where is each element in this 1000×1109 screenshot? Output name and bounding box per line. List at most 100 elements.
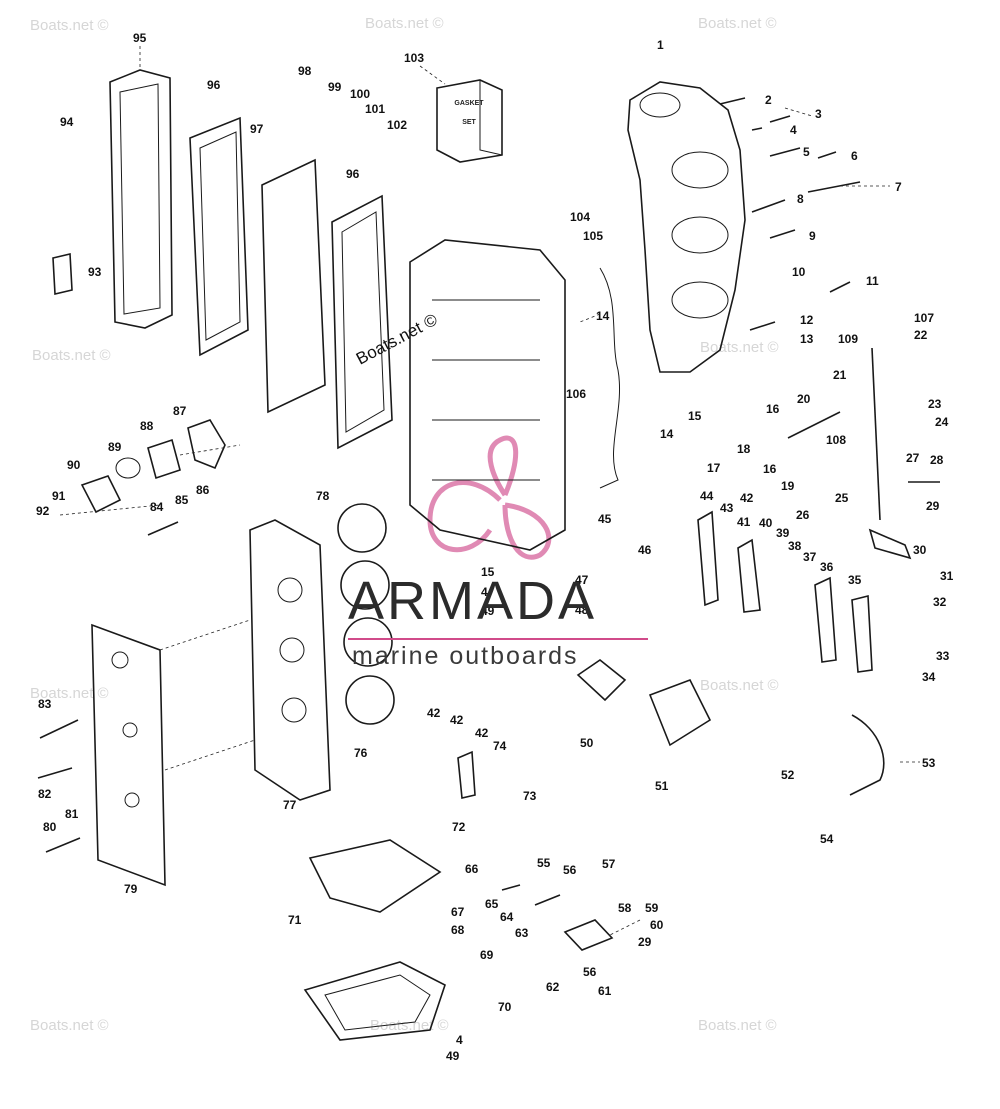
- callout-label: 85: [175, 493, 189, 507]
- gasket-96b: [331, 194, 393, 450]
- callout-label: 96: [346, 167, 360, 181]
- callout-label: 14: [660, 427, 674, 441]
- callout-label: 109: [838, 332, 858, 346]
- callout-label: 28: [930, 453, 944, 467]
- gasket-set-box-103: [436, 79, 503, 163]
- callout-label: 49: [481, 604, 495, 618]
- callout-label: 74: [493, 739, 507, 753]
- watermark: Boats.net ©: [30, 17, 109, 34]
- plate-97: [261, 158, 326, 414]
- callout-label: 105: [583, 229, 603, 243]
- callout-label: 80: [43, 820, 57, 834]
- gasket-line1: GASKET: [454, 100, 484, 107]
- head-cover-77: [249, 519, 331, 801]
- callout-label: 95: [133, 31, 147, 45]
- callout-label: 72: [452, 820, 466, 834]
- tube-53: [849, 714, 885, 796]
- callout-label: 49: [446, 1049, 460, 1063]
- watermark: Boats.net ©: [698, 1017, 777, 1034]
- callout-label: 4: [790, 123, 797, 137]
- callout-label: 92: [36, 504, 50, 518]
- watermark: Boats.net ©: [700, 677, 779, 694]
- brand-divider: [348, 638, 648, 640]
- callout-label: 23: [928, 397, 942, 411]
- fasteners: [37, 97, 940, 853]
- callout-label: 42: [475, 726, 489, 740]
- callout-label: 4: [456, 1033, 463, 1047]
- callout-label: 76: [354, 746, 368, 760]
- callout-label: 41: [737, 515, 751, 529]
- callout-label: 83: [38, 697, 52, 711]
- callout-label: 87: [173, 404, 187, 418]
- callout-label: 79: [124, 882, 138, 896]
- callout-label: 48: [575, 603, 589, 617]
- watermark: Boats.net ©: [698, 15, 777, 32]
- adapter-plate-70: [303, 961, 446, 1041]
- callout-label: 103: [404, 51, 424, 65]
- cover-50: [576, 659, 627, 702]
- adapter-gasket-66: [308, 839, 442, 913]
- callout-label: 43: [720, 501, 734, 515]
- callout-label: 15: [481, 565, 495, 579]
- gasket-96: [189, 116, 249, 357]
- callout-label: 71: [288, 913, 302, 927]
- callout-label: 81: [65, 807, 79, 821]
- callout-label: 94: [60, 115, 74, 129]
- callout-label: 88: [140, 419, 154, 433]
- plate-79: [91, 623, 166, 887]
- callout-label: 47: [575, 573, 589, 587]
- callout-label: 11: [866, 274, 879, 288]
- callout-label: 98: [298, 64, 312, 78]
- callout-label: 7: [895, 180, 902, 194]
- callout-label: 67: [451, 905, 465, 919]
- callout-label: 100: [350, 87, 370, 101]
- thermostat-group: [59, 419, 241, 516]
- callout-label: 3: [815, 107, 822, 121]
- watermark: Boats.net ©: [700, 339, 779, 356]
- cover-51: [648, 678, 712, 747]
- callout-label: 16: [763, 462, 777, 476]
- callout-label: 65: [485, 897, 499, 911]
- callout-label: 91: [52, 489, 66, 503]
- callout-label: 51: [655, 779, 669, 793]
- callout-labels: 95 96 97 98 99 100 101 102 103 96 94 93 …: [36, 31, 954, 1063]
- callout-label: 66: [465, 862, 479, 876]
- callout-label: 29: [926, 499, 940, 513]
- callout-label: 14: [596, 309, 610, 323]
- callout-label: 8: [797, 192, 804, 206]
- callout-label: 21: [833, 368, 847, 382]
- callout-label: 17: [707, 461, 721, 475]
- watermark: Boats.net ©: [30, 1017, 109, 1034]
- cover-plate-95: [109, 69, 173, 329]
- linkage-levers: [697, 510, 912, 673]
- callout-label: 57: [602, 857, 616, 871]
- brand-logo: [427, 435, 552, 560]
- callout-label: 39: [776, 526, 790, 540]
- callout-label: 42: [427, 706, 441, 720]
- callout-label: 63: [515, 926, 529, 940]
- callout-label: 18: [737, 442, 751, 456]
- brand-tagline: marine outboards: [352, 642, 579, 670]
- callout-label: 55: [537, 856, 551, 870]
- callout-label: 27: [906, 451, 920, 465]
- small-plate-93: [52, 253, 73, 295]
- cylinder-head: [409, 239, 621, 551]
- bracket-72: [457, 750, 476, 799]
- cylinder-block: [627, 81, 746, 373]
- callout-label: 6: [851, 149, 858, 163]
- callout-label: 25: [835, 491, 849, 505]
- callout-label: 1: [657, 38, 664, 52]
- callout-label: 2: [765, 93, 772, 107]
- callout-label: 93: [88, 265, 102, 279]
- callout-label: 56: [583, 965, 597, 979]
- callout-label: 56: [563, 863, 577, 877]
- watermark: Boats.net ©: [353, 310, 441, 369]
- callout-label: 90: [67, 458, 81, 472]
- callout-label: 108: [826, 433, 846, 447]
- callout-label: 106: [566, 387, 586, 401]
- callout-label: 44: [700, 489, 714, 503]
- watermark-layer: Boats.net © Boats.net © Boats.net © Boat…: [30, 15, 779, 1034]
- linkage-group-55-61: [501, 884, 614, 951]
- callout-label: 16: [766, 402, 780, 416]
